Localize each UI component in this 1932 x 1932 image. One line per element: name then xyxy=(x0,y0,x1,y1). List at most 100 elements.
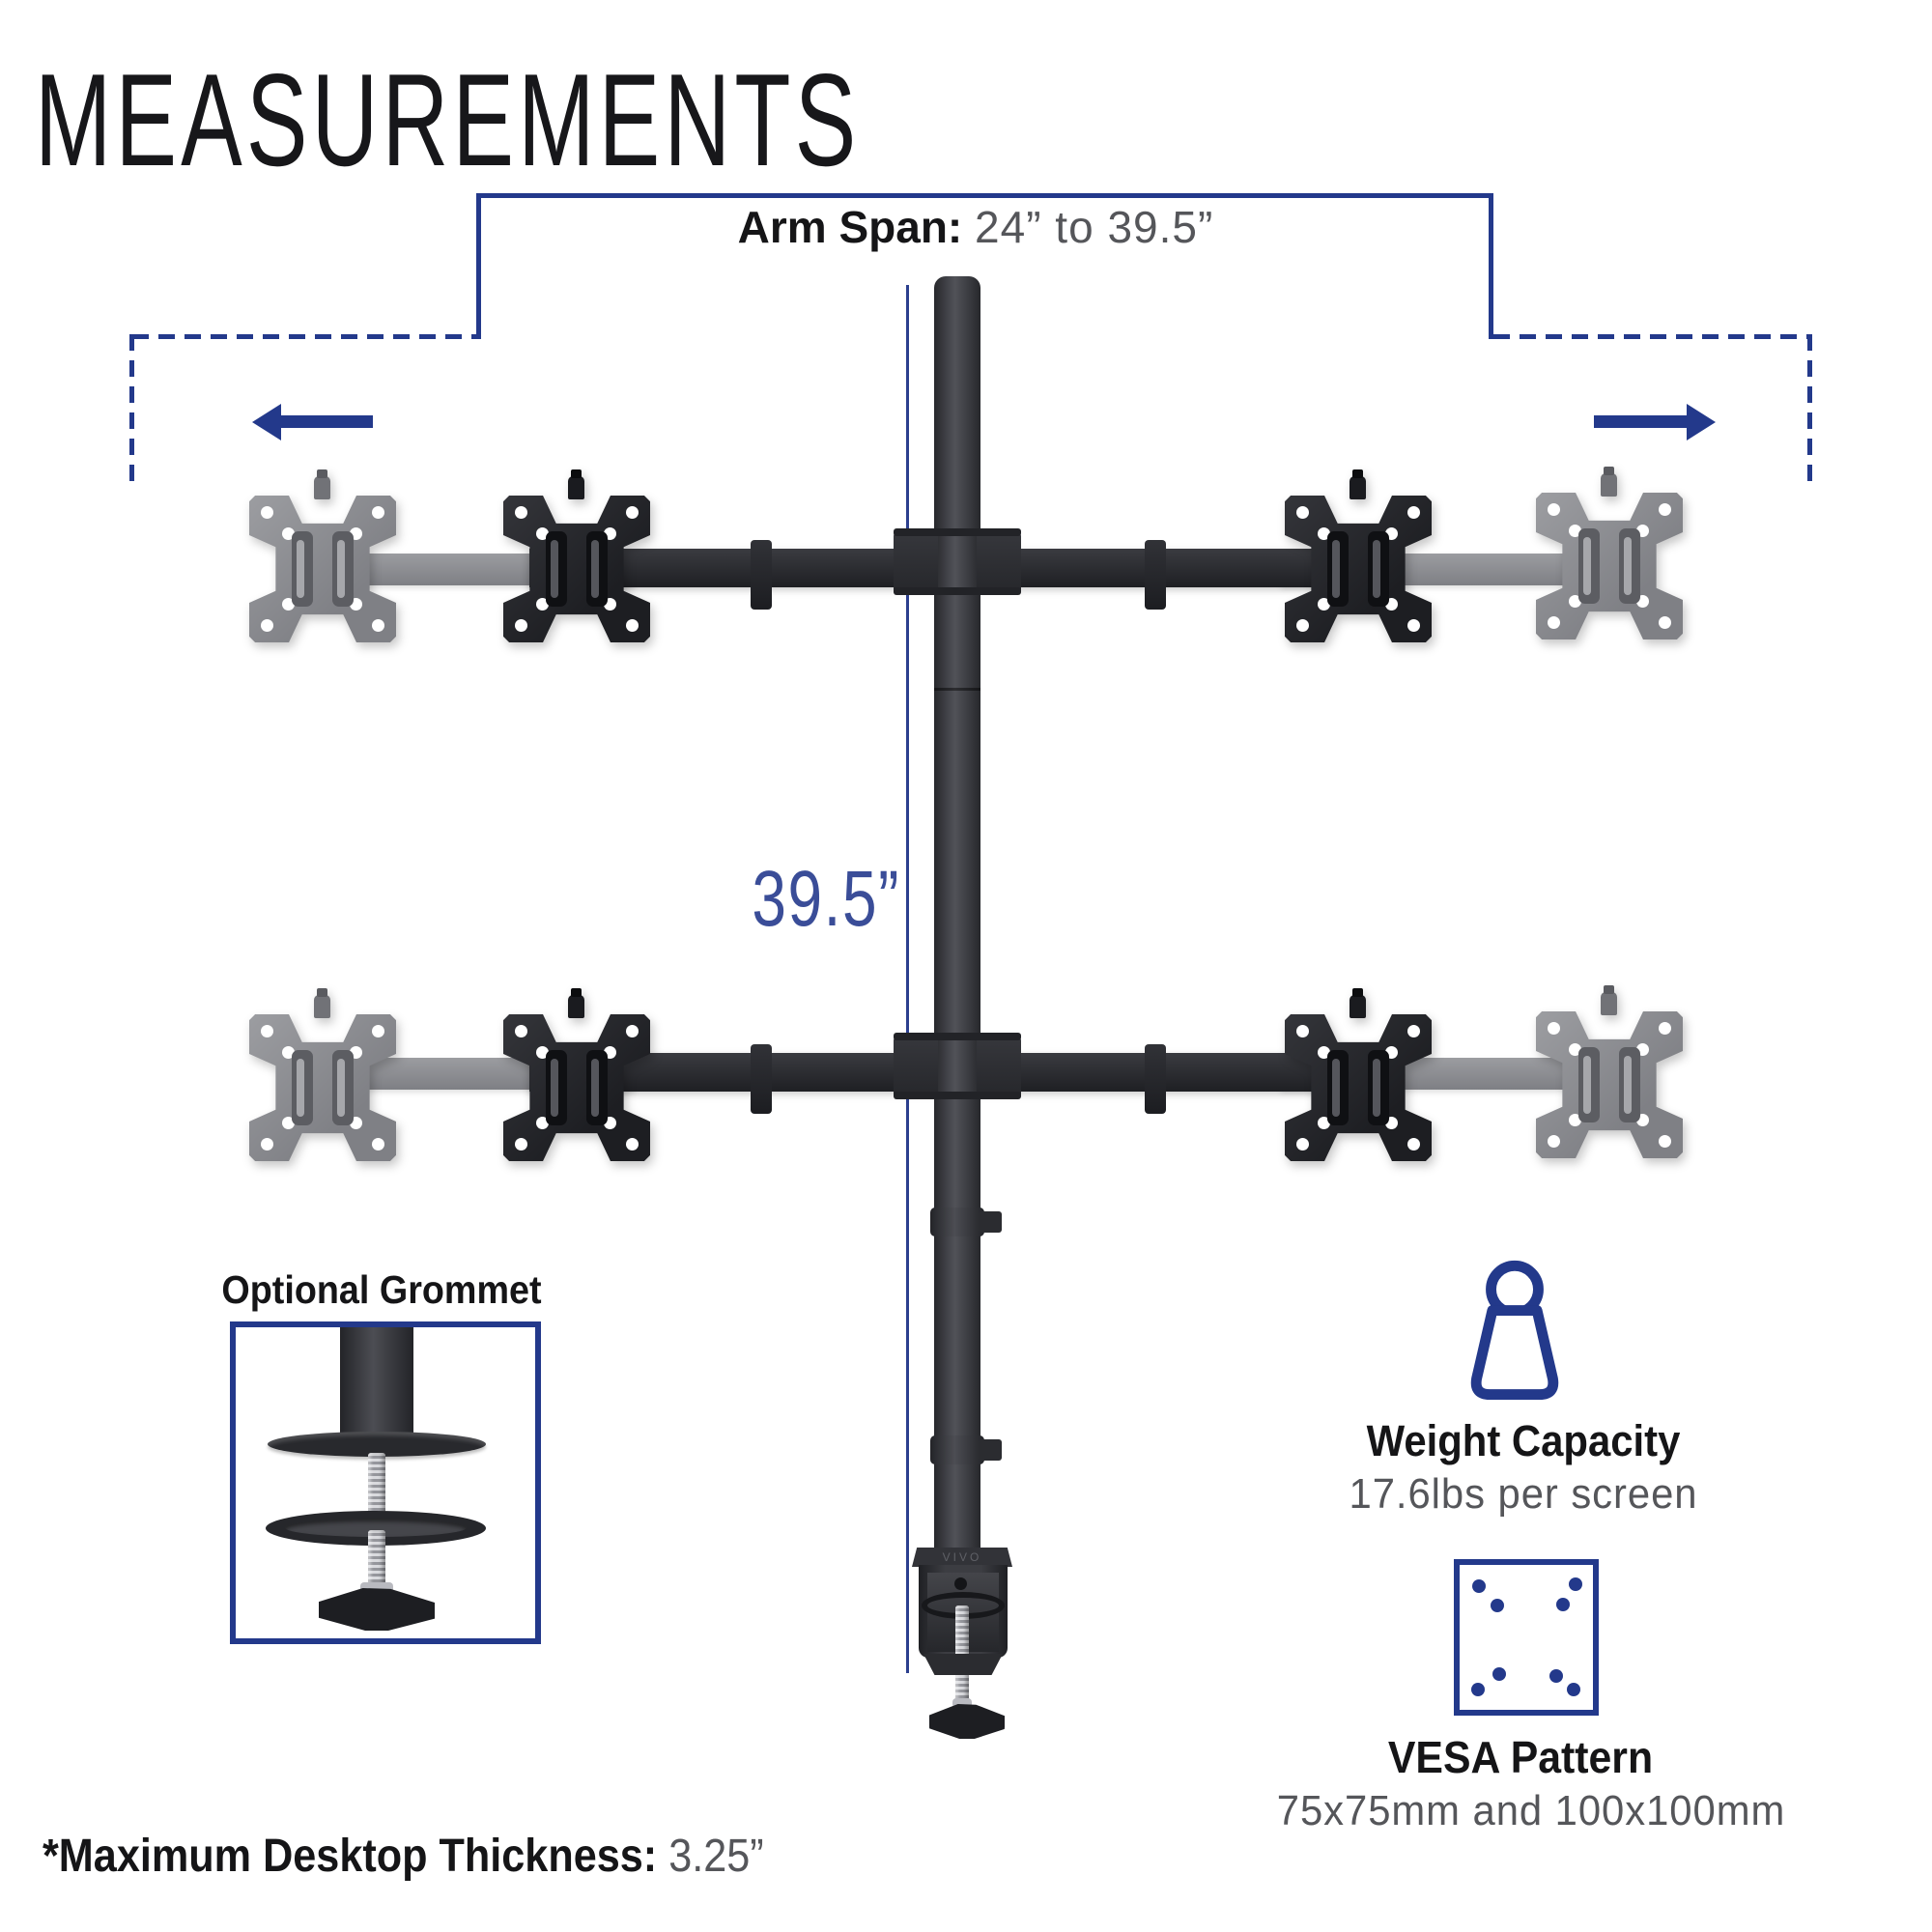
grommet-top-disc xyxy=(268,1432,486,1457)
mount-hole xyxy=(261,506,273,519)
tilt-screw xyxy=(568,988,584,1018)
mount-hole xyxy=(1318,598,1330,611)
mount-hole xyxy=(1659,503,1671,516)
pole-collar-clip xyxy=(979,1211,1002,1233)
vesa-slot xyxy=(292,1050,313,1125)
mount-hole xyxy=(1318,1046,1330,1059)
vesa-slot xyxy=(1327,1050,1349,1125)
mount-hole xyxy=(1296,1025,1309,1037)
pole-collar xyxy=(930,1435,984,1464)
mount-hole xyxy=(1569,1114,1581,1126)
mount-hole xyxy=(536,1046,549,1059)
mount-hole xyxy=(1407,1025,1420,1037)
vesa-plate xyxy=(1285,469,1432,642)
vesa-hole-dot xyxy=(1556,1598,1570,1611)
mount-hole xyxy=(1407,506,1420,519)
mount-hole xyxy=(515,619,527,632)
mount-hole xyxy=(536,598,549,611)
vesa-hole-dot xyxy=(1471,1683,1485,1696)
vesa-pattern-value: 75x75mm and 100x100mm xyxy=(1276,1787,1786,1834)
arm-hub-wing xyxy=(977,1037,1021,1097)
tilt-screw xyxy=(1601,985,1617,1015)
mount-hole xyxy=(626,1138,639,1151)
vesa-hole-dot xyxy=(1472,1579,1486,1593)
mount-hole xyxy=(1318,527,1330,540)
mount-hole xyxy=(626,1025,639,1037)
weight-capacity-title: Weight Capacity xyxy=(1366,1416,1681,1465)
tilt-screw xyxy=(314,469,330,499)
mount-hole xyxy=(515,506,527,519)
tilt-screw xyxy=(1350,469,1366,499)
mount-hole xyxy=(1548,1135,1560,1148)
mount-hole xyxy=(261,1138,273,1151)
weight-icon xyxy=(1470,1260,1559,1401)
arm-span-value: 24” to 39.5” xyxy=(975,202,1214,252)
mount-hole xyxy=(1569,1043,1581,1056)
mount-hole xyxy=(261,619,273,632)
weight-capacity-value: 17.6lbs per screen xyxy=(1349,1470,1698,1518)
grommet-pole xyxy=(340,1327,413,1441)
mount-hole xyxy=(1407,619,1420,632)
dashed-line-left-horizontal xyxy=(132,334,476,339)
vesa-plate xyxy=(503,469,650,642)
mount-hole xyxy=(1296,1138,1309,1151)
vesa-slot xyxy=(1619,1047,1640,1122)
clamp-lower-jaw xyxy=(923,1654,1003,1675)
vesa-hole-dot xyxy=(1567,1683,1580,1696)
pole-seam xyxy=(934,688,980,691)
mount-hole xyxy=(1569,595,1581,608)
vesa-slot xyxy=(546,531,567,607)
max-thickness-value: 3.25” xyxy=(657,1831,764,1882)
mount-hole xyxy=(1548,503,1560,516)
mount-hole xyxy=(536,1117,549,1129)
vesa-slot xyxy=(546,1050,567,1125)
arm-hub-wing xyxy=(977,532,1021,593)
tilt-screw xyxy=(314,988,330,1018)
mount-hole xyxy=(282,1117,295,1129)
max-thickness-label: *Maximum Desktop Thickness: xyxy=(43,1831,658,1882)
vesa-plate xyxy=(249,469,396,642)
mount-hole xyxy=(626,506,639,519)
vesa-plate xyxy=(503,988,650,1161)
vesa-pattern-title: VESA Pattern xyxy=(1387,1732,1654,1782)
mount-hole xyxy=(282,598,295,611)
vesa-pattern-icon xyxy=(1454,1559,1599,1716)
mount-hole xyxy=(1659,616,1671,629)
mount-hole xyxy=(282,1046,295,1059)
vesa-slot xyxy=(586,531,608,607)
arm-hub-flange xyxy=(894,587,1021,595)
mount-hole xyxy=(626,619,639,632)
pole-collar xyxy=(930,1208,984,1236)
mount-hole xyxy=(1318,1117,1330,1129)
page-title: MEASUREMENTS xyxy=(35,46,861,193)
vesa-slot xyxy=(1327,531,1349,607)
mount-hole xyxy=(1548,1022,1560,1035)
arm-hub-wing xyxy=(894,532,938,593)
clamp-tension-knob xyxy=(929,1704,1005,1739)
vesa-slot xyxy=(1368,531,1389,607)
height-measure-line xyxy=(906,285,909,1673)
vesa-slot xyxy=(332,531,354,607)
arm-span-label-bold: Arm Span: xyxy=(737,202,963,252)
mount-hole xyxy=(1659,1135,1671,1148)
center-pole xyxy=(934,276,980,1551)
dashed-line-right-vertical xyxy=(1807,334,1812,485)
tilt-screw xyxy=(568,469,584,499)
vesa-hole-dot xyxy=(1569,1577,1582,1591)
max-thickness-note: *Maximum Desktop Thickness: 3.25” xyxy=(43,1830,764,1883)
tilt-screw xyxy=(1350,988,1366,1018)
mount-hole xyxy=(1548,616,1560,629)
mount-hole xyxy=(1407,1138,1420,1151)
vesa-hole-dot xyxy=(1492,1667,1506,1681)
arm-clip xyxy=(751,540,772,610)
vesa-slot xyxy=(292,531,313,607)
vesa-plate xyxy=(1285,988,1432,1161)
arm-clip xyxy=(1145,540,1166,610)
mount-hole xyxy=(372,619,384,632)
vesa-slot xyxy=(1368,1050,1389,1125)
arm-span-label: Arm Span: 24” to 39.5” xyxy=(541,201,1410,253)
mount-hole xyxy=(1296,619,1309,632)
arm-hub-wing xyxy=(894,1037,938,1097)
vesa-slot xyxy=(1578,528,1600,604)
